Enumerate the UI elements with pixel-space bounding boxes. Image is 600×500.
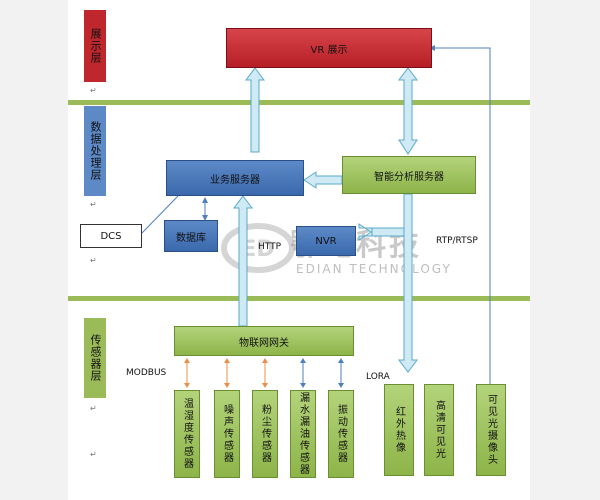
sensor-gateway-arrowhead <box>184 358 190 363</box>
protocol-modbus-label: MODBUS <box>126 368 167 378</box>
paragraph-marker: ↵ <box>90 256 97 265</box>
noise-sensor-box: 噪声传感器 <box>214 390 240 478</box>
temp-humidity-sensor-box: 温湿度传感器 <box>174 390 200 478</box>
paragraph-marker: ↵ <box>90 450 97 459</box>
infrared-camera-box: 红外热像 <box>384 384 414 476</box>
line-camera-vr <box>429 45 491 384</box>
arrow-nvr-ai <box>358 223 409 241</box>
database-box: 数据库 <box>164 220 218 252</box>
arrow-vr-ai <box>398 67 418 155</box>
paragraph-marker: ↵ <box>90 200 97 209</box>
sensor-arrow-group <box>184 358 344 388</box>
sensor-gateway-arrowhead <box>224 383 230 388</box>
layer-label-display: 展示层 <box>84 10 106 82</box>
paragraph-marker: ↵ <box>90 404 97 413</box>
protocol-http-label: HTTP <box>258 242 282 252</box>
sensor-gateway-arrowhead <box>224 358 230 363</box>
layer-label-sensor: 传感器层 <box>84 318 106 398</box>
layer-separator-display <box>68 100 530 105</box>
paragraph-marker: ↵ <box>90 86 97 95</box>
vr-display-box: VR 展示 <box>226 28 432 68</box>
vibration-sensor-box: 振动传感器 <box>328 390 354 478</box>
protocol-rtp-label: RTP/RTSP <box>436 236 478 246</box>
layer-separator-data <box>68 296 530 301</box>
business-server-box: 业务服务器 <box>166 160 304 196</box>
visible-light-camera-box: 可见光摄像头 <box>476 384 506 476</box>
hd-visible-camera-box: 高清可见光 <box>424 384 454 476</box>
sensor-gateway-arrowhead <box>184 383 190 388</box>
arrow-ai-lora <box>398 193 418 373</box>
dcs-box: DCS <box>80 224 142 248</box>
iot-gateway-box: 物联网网关 <box>174 326 354 356</box>
sensor-gateway-arrowhead <box>262 358 268 363</box>
nvr-box: NVR <box>296 226 356 256</box>
sensor-gateway-arrowhead <box>262 383 268 388</box>
leak-sensor-box: 漏水漏油传感器 <box>290 390 316 478</box>
sensor-gateway-arrowhead <box>300 358 306 363</box>
sensor-gateway-arrowhead <box>338 358 344 363</box>
arrow-gateway-business <box>233 195 253 327</box>
line-dcs-business <box>141 195 179 234</box>
protocol-lora-label: LORA <box>366 372 390 382</box>
arrow-vr-business <box>245 67 265 153</box>
sensor-gateway-arrowhead <box>300 383 306 388</box>
arrow-ai-business <box>303 171 343 189</box>
sensor-gateway-arrowhead <box>338 383 344 388</box>
dust-sensor-box: 粉尘传感器 <box>252 390 278 478</box>
layer-label-data: 数据处理层 <box>84 106 106 196</box>
ai-server-box: 智能分析服务器 <box>342 156 476 194</box>
